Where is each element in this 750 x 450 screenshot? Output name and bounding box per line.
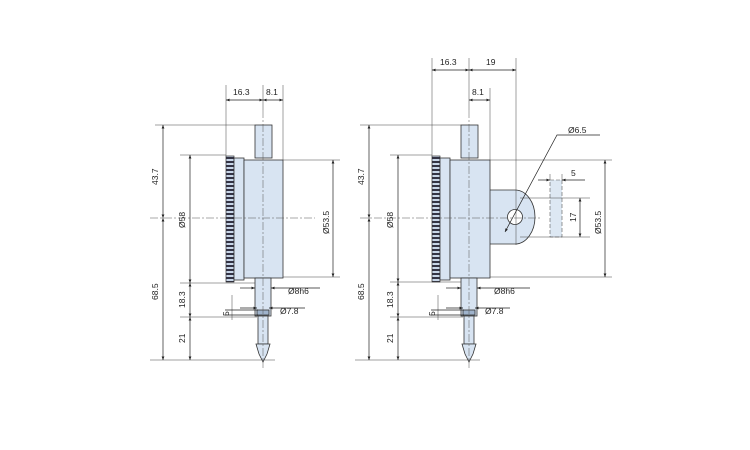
dim-stem-diameter: Ø8h6	[288, 286, 309, 296]
dim-lug-width: 17	[568, 212, 578, 222]
knurled-bezel	[431, 155, 441, 283]
dim-height-bottom: 68.5	[150, 283, 160, 300]
bezel-ring	[439, 157, 451, 281]
left-view: 16.3 8.1 43.7 68.5 Ø58 18.3 21 Ø53.5 5 Ø…	[150, 85, 340, 368]
dim-groove-width: 5	[221, 311, 231, 316]
indicator-body	[150, 110, 315, 368]
lug-side-profile	[549, 179, 563, 238]
case	[449, 159, 491, 279]
upper-stem	[254, 124, 273, 159]
right-view: 16.3 19 8.1 Ø6.5 5 17 43.7 68.5 Ø58 18.3…	[355, 57, 612, 368]
dim-stem-length: 18.3	[385, 291, 395, 308]
lug-hole	[507, 209, 523, 225]
dim-lug-offset: 19	[486, 57, 496, 67]
dim-height-top: 43.7	[150, 168, 160, 185]
dim-bezel-diameter: Ø58	[177, 212, 187, 228]
dim-groove-diameter: Ø7.8	[280, 306, 299, 316]
dim-stem-diameter: Ø8h6	[494, 286, 515, 296]
dim-groove-width: 5	[427, 311, 437, 316]
dim-width-left: 16.3	[440, 57, 457, 67]
dim-height-bottom: 68.5	[356, 283, 366, 300]
dim-stem-length: 18.3	[177, 291, 187, 308]
dim-body-diameter: Ø53.5	[321, 211, 331, 234]
indicator-body-with-lug	[360, 110, 563, 368]
knurled-bezel	[225, 155, 235, 283]
dim-hole-diameter: Ø6.5	[568, 125, 587, 135]
dim-tip-length: 21	[385, 333, 395, 343]
upper-stem	[460, 124, 479, 159]
dim-tip-length: 21	[177, 333, 187, 343]
dim-groove-diameter: Ø7.8	[485, 306, 504, 316]
dim-bezel-diameter: Ø58	[385, 212, 395, 228]
case	[243, 159, 284, 279]
dim-width-right: 8.1	[472, 87, 484, 97]
dim-lug-thickness: 5	[571, 168, 576, 178]
dim-width-left: 16.3	[233, 87, 250, 97]
dim-width-right: 8.1	[266, 87, 278, 97]
dim-body-diameter: Ø53.5	[593, 211, 603, 234]
dim-height-top: 43.7	[356, 168, 366, 185]
bezel-ring	[233, 157, 245, 281]
